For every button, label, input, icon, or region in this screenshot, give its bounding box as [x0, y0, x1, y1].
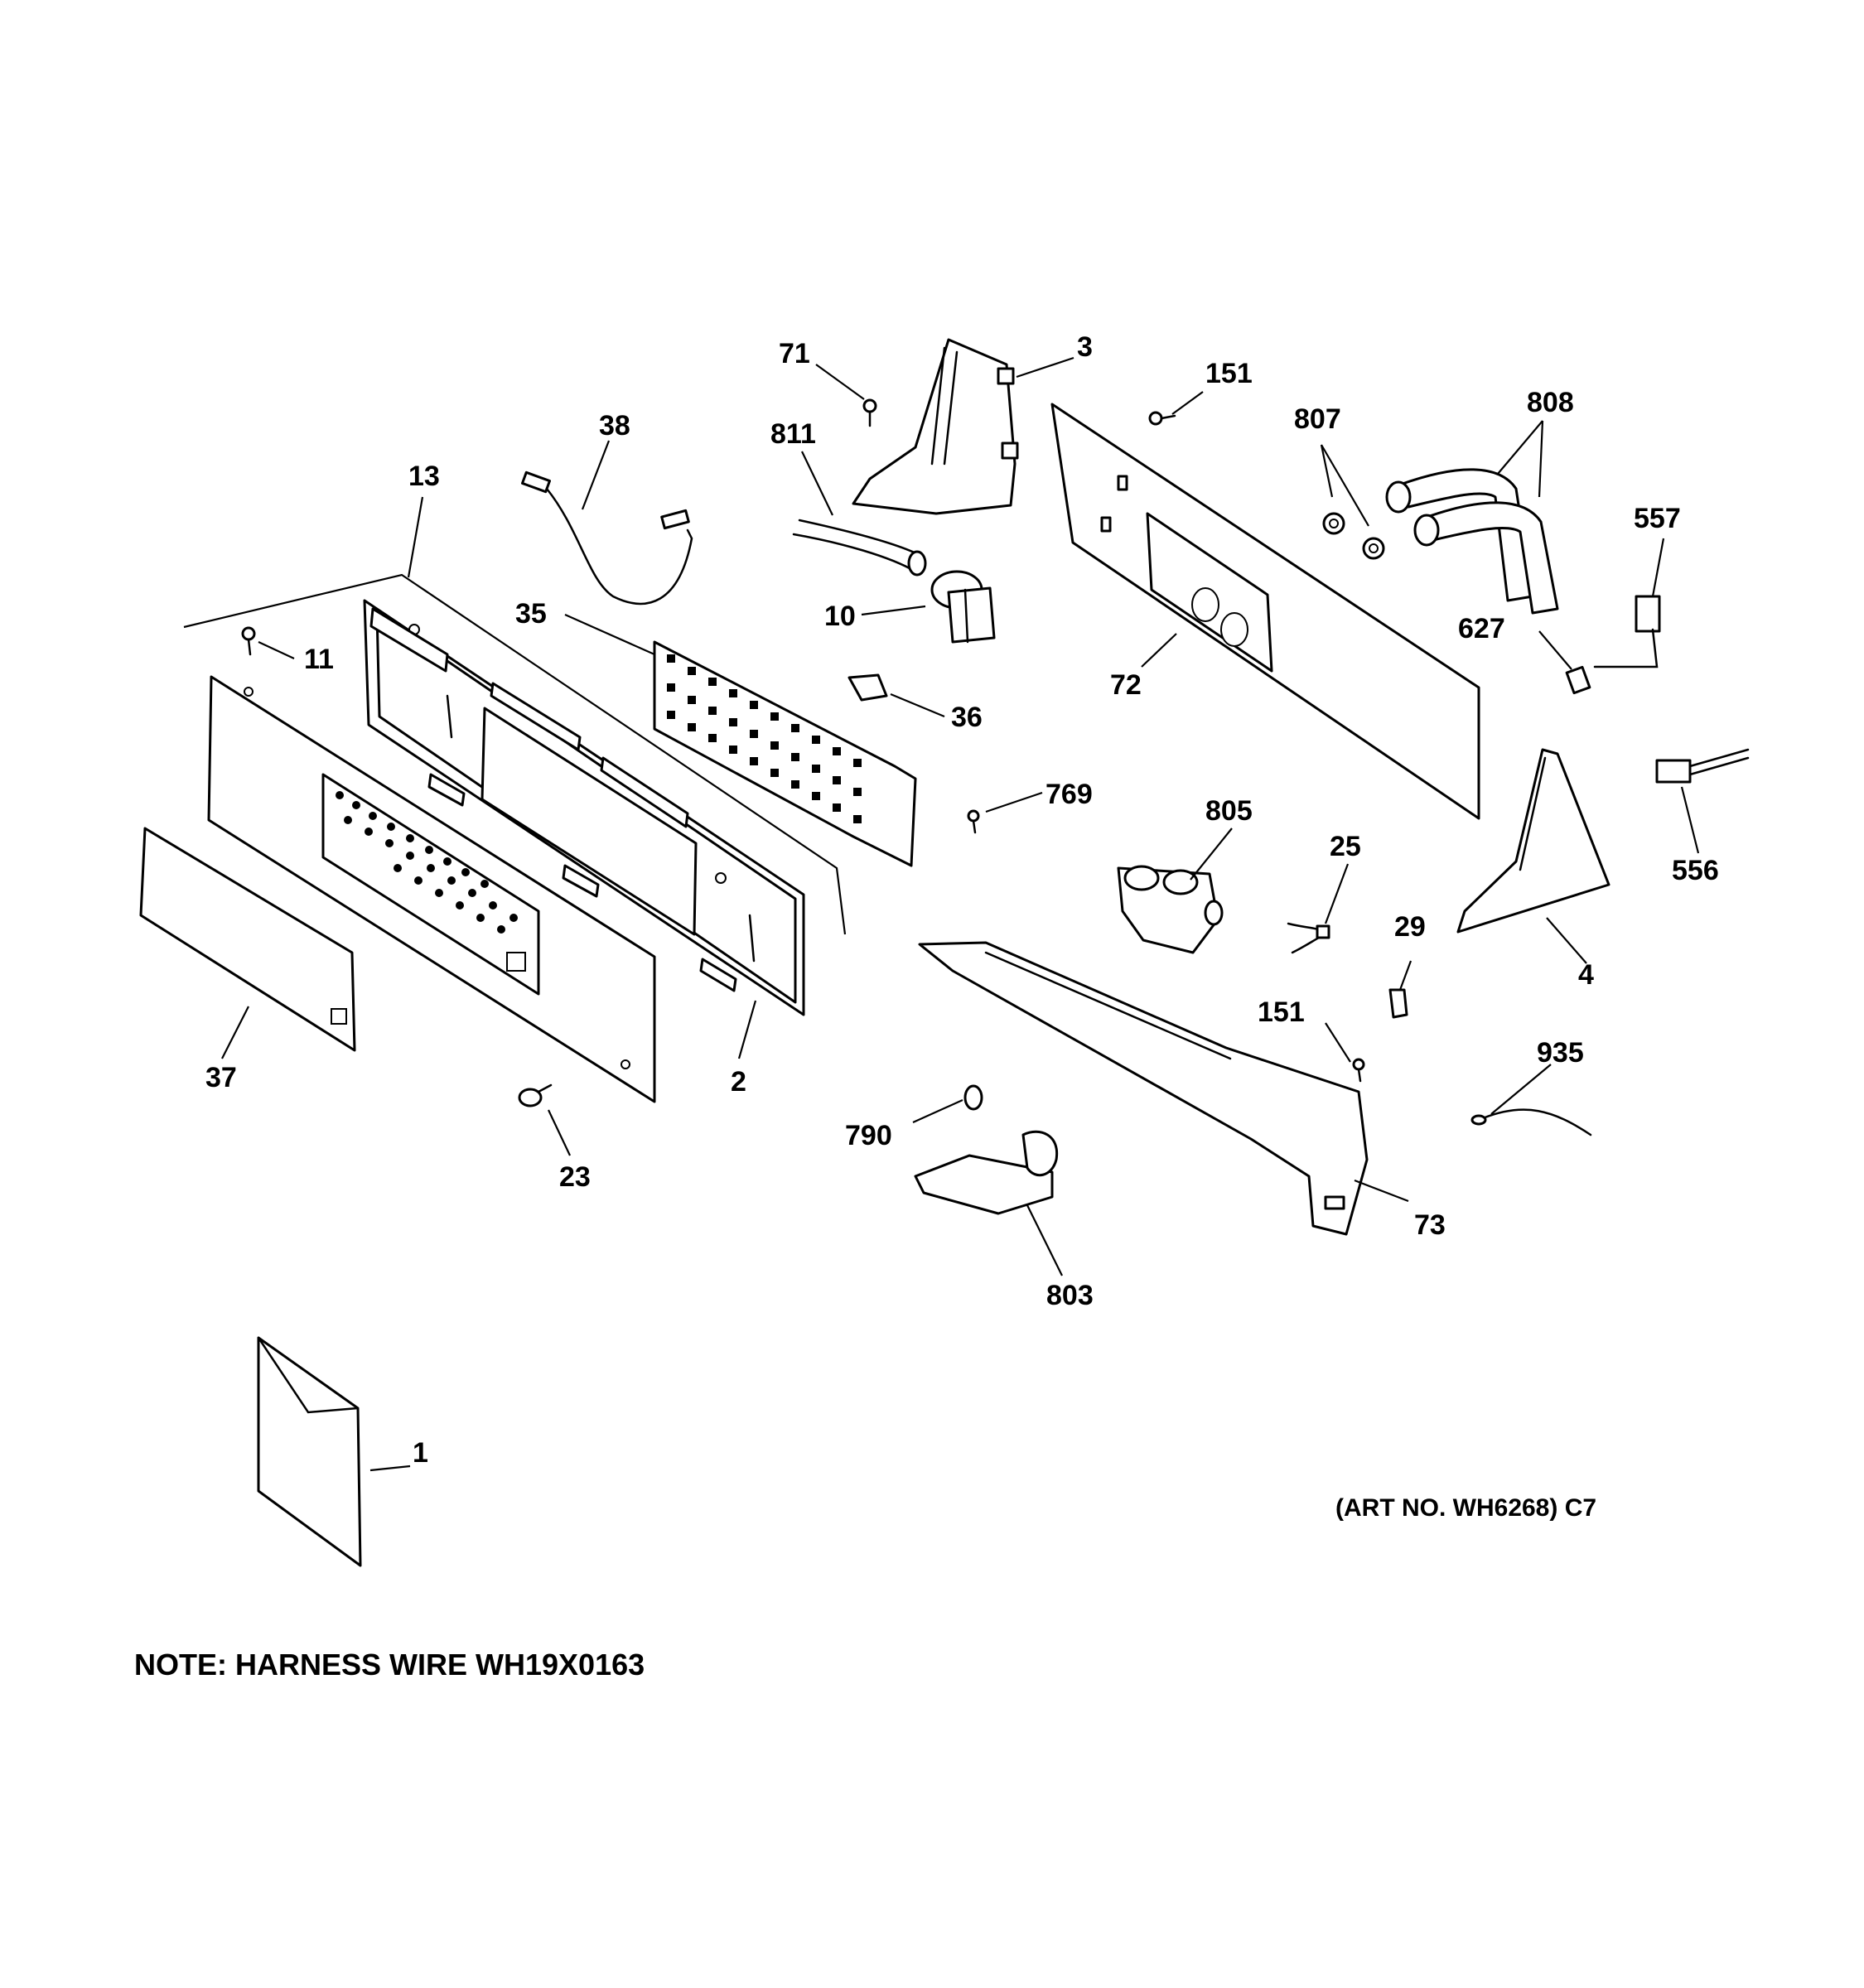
callout-11: 11	[304, 644, 334, 675]
part-557-sensor	[1593, 595, 1661, 668]
part-38-wire-harness	[521, 470, 693, 606]
part-3-bracket	[852, 338, 1019, 515]
screw-151a	[1148, 411, 1176, 426]
part-627-plug	[1565, 665, 1591, 695]
callout-935: 935	[1537, 1037, 1584, 1069]
part-13-console-outline	[183, 573, 847, 935]
harness-note: NOTE: HARNESS WIRE WH19X0163	[134, 1648, 645, 1682]
callout-25: 25	[1330, 831, 1361, 862]
part-72-rear-panel	[1050, 403, 1480, 820]
art-number: (ART NO. WH6268) C7	[1335, 1494, 1596, 1522]
part-811-hose	[792, 519, 927, 577]
console-front-panel	[207, 675, 656, 1103]
callout-803: 803	[1046, 1280, 1094, 1311]
callout-790: 790	[845, 1120, 892, 1151]
screw-769	[967, 809, 980, 834]
callout-72: 72	[1110, 669, 1142, 701]
callout-808: 808	[1527, 387, 1574, 418]
callout-73: 73	[1414, 1209, 1446, 1241]
part-556-connector	[1655, 748, 1750, 784]
callout-29: 29	[1394, 911, 1426, 943]
part-808-inlet-hoses	[1385, 468, 1559, 615]
callout-71: 71	[779, 338, 810, 369]
callout-labels: 71 3 151 807 808 38 811 13 557 35 10 627…	[205, 331, 1719, 1469]
callout-36: 36	[951, 702, 983, 733]
callout-23: 23	[559, 1161, 591, 1193]
screw-71	[862, 398, 877, 427]
callout-627: 627	[1458, 613, 1505, 644]
callout-10: 10	[824, 601, 856, 632]
callout-38: 38	[599, 410, 630, 442]
callout-151-top: 151	[1205, 358, 1253, 389]
callout-13: 13	[408, 461, 440, 492]
part-35-switch-housing	[653, 640, 917, 867]
part-4-side-bracket	[1456, 748, 1610, 934]
callout-3: 3	[1077, 331, 1093, 363]
part-803-dispenser	[914, 1130, 1059, 1215]
part-29-clip	[1388, 988, 1408, 1019]
callout-556: 556	[1672, 855, 1719, 886]
part-807-washers	[1322, 512, 1385, 560]
part-73-base-bracket	[918, 941, 1369, 1236]
callout-2: 2	[731, 1066, 746, 1098]
part-25-wire	[1287, 922, 1330, 954]
part-10-pressure-switch	[930, 570, 996, 644]
callout-811: 811	[770, 418, 816, 450]
screws	[241, 398, 1365, 1083]
part-37-front-overlay	[139, 827, 356, 1052]
callout-805: 805	[1205, 795, 1253, 827]
leader-lines	[221, 356, 1700, 1472]
part-36-clip	[847, 673, 888, 702]
part-1-literature-envelope	[257, 1336, 362, 1567]
callout-769: 769	[1045, 779, 1093, 810]
callout-4: 4	[1578, 959, 1594, 991]
part-23-knob	[518, 1083, 553, 1107]
callout-1: 1	[413, 1437, 428, 1469]
screw-11	[241, 626, 256, 656]
part-805-water-valve	[1117, 865, 1224, 954]
part-2-inner-panel	[363, 599, 805, 1016]
part-935-wire	[1470, 1108, 1592, 1136]
callout-557: 557	[1634, 503, 1681, 534]
callout-35: 35	[515, 598, 547, 630]
callout-37: 37	[205, 1062, 237, 1093]
part-790-clamp	[963, 1084, 983, 1111]
screw-151b	[1352, 1058, 1365, 1083]
callout-807: 807	[1294, 403, 1341, 435]
callout-151-bottom: 151	[1258, 996, 1305, 1028]
